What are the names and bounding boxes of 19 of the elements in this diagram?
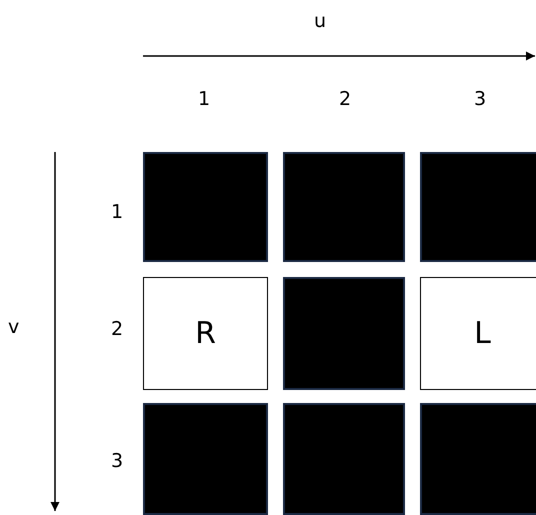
filled-square [283, 403, 405, 515]
filled-square [420, 403, 536, 515]
cell-letter: R [195, 316, 216, 351]
filled-square [283, 277, 405, 390]
column-number: 3 [474, 90, 486, 109]
grid-square [420, 277, 536, 390]
column-number: 1 [198, 90, 210, 109]
cell-letter: L [474, 316, 491, 351]
row-number: 1 [111, 203, 124, 222]
filled-square [143, 152, 268, 262]
row-number: 2 [111, 320, 124, 339]
axis-label: v [8, 318, 20, 337]
filled-square [283, 152, 405, 262]
filled-square [420, 152, 536, 262]
filled-square [143, 403, 268, 515]
axis-label: u [314, 12, 326, 31]
column-number: 2 [339, 90, 352, 109]
row-number: 3 [111, 452, 124, 471]
grid-square [143, 277, 268, 390]
